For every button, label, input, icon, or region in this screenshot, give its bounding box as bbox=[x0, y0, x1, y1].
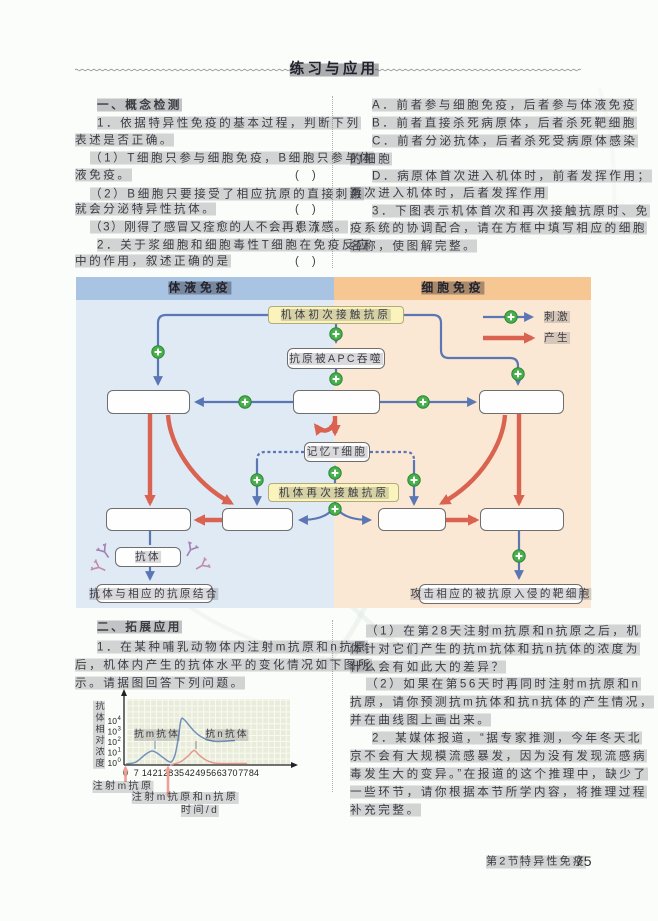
svg-text:35: 35 bbox=[174, 768, 184, 778]
svg-text:56: 56 bbox=[206, 768, 216, 778]
svg-text:7: 7 bbox=[134, 768, 139, 778]
svg-text:10: 10 bbox=[108, 758, 118, 768]
svg-text:3: 3 bbox=[118, 727, 122, 733]
svg-text:0: 0 bbox=[118, 758, 122, 764]
svg-text:10: 10 bbox=[108, 748, 118, 758]
svg-text:70: 70 bbox=[227, 768, 237, 778]
svg-text:63: 63 bbox=[217, 768, 227, 778]
svg-text:4: 4 bbox=[118, 716, 122, 722]
svg-text:84: 84 bbox=[249, 768, 259, 778]
svg-text:10: 10 bbox=[108, 737, 118, 747]
svg-text:1: 1 bbox=[118, 748, 122, 754]
svg-text:2: 2 bbox=[118, 737, 122, 743]
svg-text:10: 10 bbox=[108, 727, 118, 737]
svg-text:49: 49 bbox=[195, 768, 205, 778]
svg-text:21: 21 bbox=[153, 768, 163, 778]
svg-text:14: 14 bbox=[142, 768, 152, 778]
svg-text:42: 42 bbox=[185, 768, 195, 778]
svg-text:10: 10 bbox=[108, 716, 118, 726]
svg-text:77: 77 bbox=[238, 768, 248, 778]
